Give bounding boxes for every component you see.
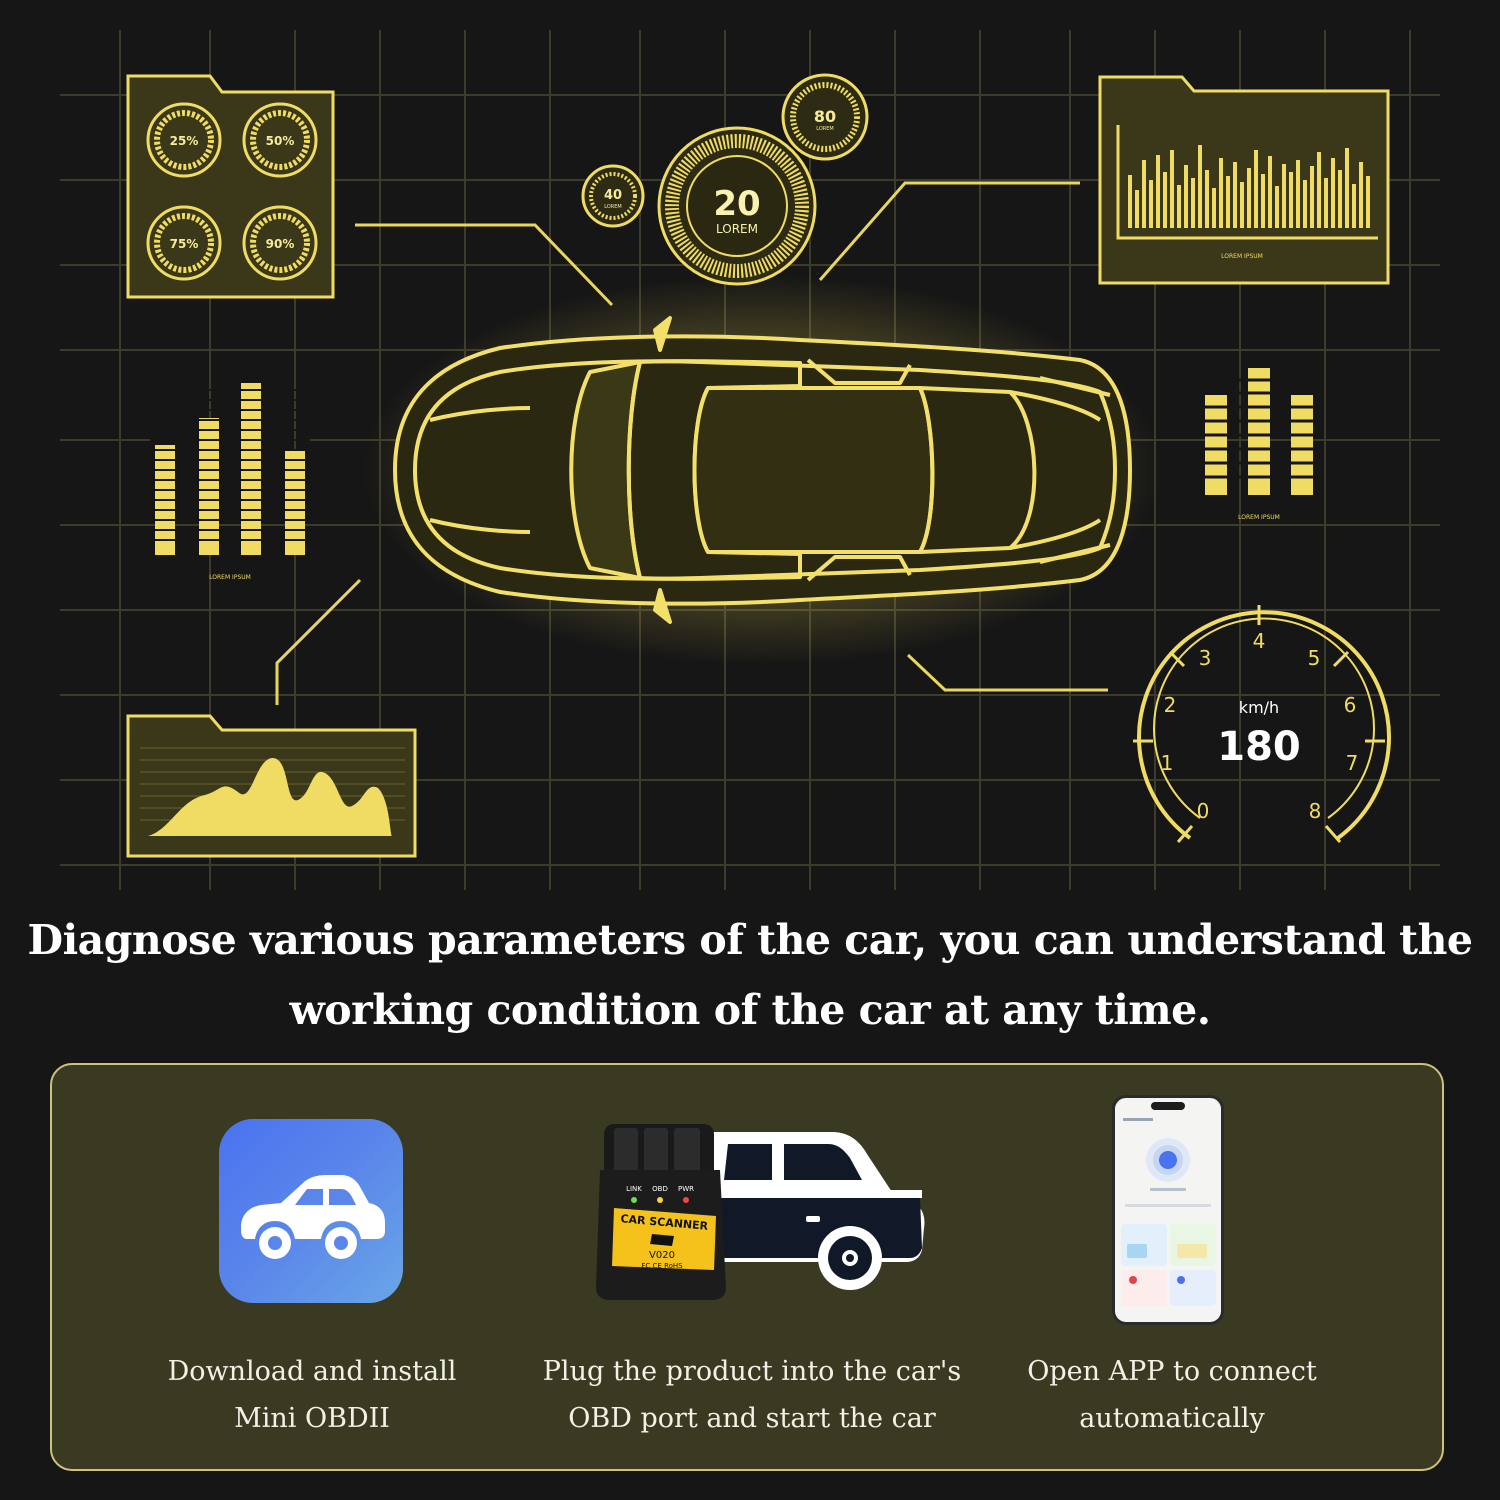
histogram-panel: LOREM IPSUM bbox=[1098, 75, 1390, 285]
speed-tick: 3 bbox=[1199, 646, 1212, 670]
histogram-caption: LOREM IPSUM bbox=[1221, 253, 1263, 260]
car-wrench-app-icon bbox=[219, 1119, 403, 1303]
level-bars-caption: LOREM IPSUM bbox=[1238, 514, 1280, 521]
step-label-line: automatically bbox=[1079, 1403, 1265, 1434]
scanner-led-label: OBD bbox=[652, 1185, 668, 1193]
gauge-50: 50% bbox=[242, 102, 318, 178]
ring-value: 40 bbox=[604, 188, 622, 203]
speedometer: 0 1 2 3 4 5 6 7 8 km/h 180 bbox=[1133, 605, 1391, 843]
ring-dial-large: 20 LOREM bbox=[657, 126, 817, 286]
headline-line: Diagnose various parameters of the car, … bbox=[27, 916, 1473, 964]
step-plug-in: LINK OBD PWR CAR SCANNER V020 FC CE RoHS… bbox=[522, 1065, 982, 1469]
connector-lines bbox=[275, 181, 1108, 705]
gauge-label: 25% bbox=[170, 134, 199, 148]
step-download: Download and install Mini OBDII bbox=[52, 1065, 572, 1469]
speed-tick: 2 bbox=[1164, 693, 1177, 717]
headline-line: working condition of the car at any time… bbox=[289, 986, 1211, 1034]
gauge-25: 25% bbox=[146, 102, 222, 178]
level-bars-caption: LOREM IPSUM bbox=[209, 574, 251, 581]
speed-unit: km/h bbox=[1239, 698, 1279, 717]
setup-steps-panel: Download and install Mini OBDII bbox=[50, 1063, 1444, 1471]
histogram-bars bbox=[1128, 145, 1370, 228]
ring-value: 80 bbox=[814, 107, 836, 126]
car-diagnostics-hud: 25% 50% 75% 90% 40 LOREM bbox=[60, 30, 1440, 890]
speed-tick: 1 bbox=[1161, 751, 1174, 775]
step-label: Download and install Mini OBDII bbox=[52, 1348, 572, 1442]
gauge-label: 75% bbox=[170, 237, 199, 251]
obd-scanner-icon: LINK OBD PWR CAR SCANNER V020 FC CE RoHS bbox=[596, 1124, 925, 1300]
gauge-panel: 25% 50% 75% 90% bbox=[126, 74, 335, 299]
level-bar-segments bbox=[150, 389, 310, 541]
step-label-line: OBD port and start the car bbox=[568, 1403, 936, 1434]
scanner-led-label: LINK bbox=[626, 1185, 642, 1193]
speed-tick: 5 bbox=[1308, 646, 1321, 670]
speed-tick: 4 bbox=[1253, 629, 1266, 653]
ring-dial-medium: 80 LOREM bbox=[781, 73, 869, 161]
speed-tick: 6 bbox=[1344, 693, 1357, 717]
ring-value: 20 bbox=[713, 184, 760, 224]
speed-tick: 0 bbox=[1197, 799, 1210, 823]
gauge-75: 75% bbox=[146, 205, 222, 281]
step-label: Plug the product into the car's OBD port… bbox=[522, 1348, 982, 1442]
gauge-90: 90% bbox=[242, 205, 318, 281]
speed-tick: 8 bbox=[1309, 799, 1322, 823]
gauge-label: 90% bbox=[266, 237, 295, 251]
speed-tick: 7 bbox=[1346, 751, 1359, 775]
phone-app-icon bbox=[1112, 1095, 1224, 1325]
headline: Diagnose various parameters of the car, … bbox=[0, 905, 1500, 1045]
car-top-view bbox=[393, 316, 1132, 624]
step-label-line: Open APP to connect bbox=[1027, 1356, 1317, 1387]
step-label-line: Download and install bbox=[167, 1356, 457, 1387]
scanner-marks: FC CE RoHS bbox=[641, 1262, 683, 1270]
gauge-label: 50% bbox=[266, 134, 295, 148]
ring-caption: LOREM bbox=[816, 126, 834, 132]
waveform-panel bbox=[126, 714, 417, 858]
ring-caption: LOREM bbox=[716, 222, 758, 236]
waveform-area bbox=[148, 757, 392, 836]
speed-value: 180 bbox=[1217, 724, 1301, 770]
step-label-line: Mini OBDII bbox=[234, 1403, 390, 1434]
ring-caption: LOREM bbox=[604, 204, 622, 210]
step-label-line: Plug the product into the car's bbox=[542, 1356, 962, 1387]
step-open-app: Open APP to connect automatically bbox=[952, 1065, 1392, 1469]
ring-dial-small: 40 LOREM bbox=[581, 164, 645, 228]
level-bar-segments bbox=[1200, 378, 1320, 479]
scanner-model: V020 bbox=[649, 1250, 675, 1261]
scanner-led-label: PWR bbox=[678, 1185, 694, 1193]
step-label: Open APP to connect automatically bbox=[952, 1348, 1392, 1442]
